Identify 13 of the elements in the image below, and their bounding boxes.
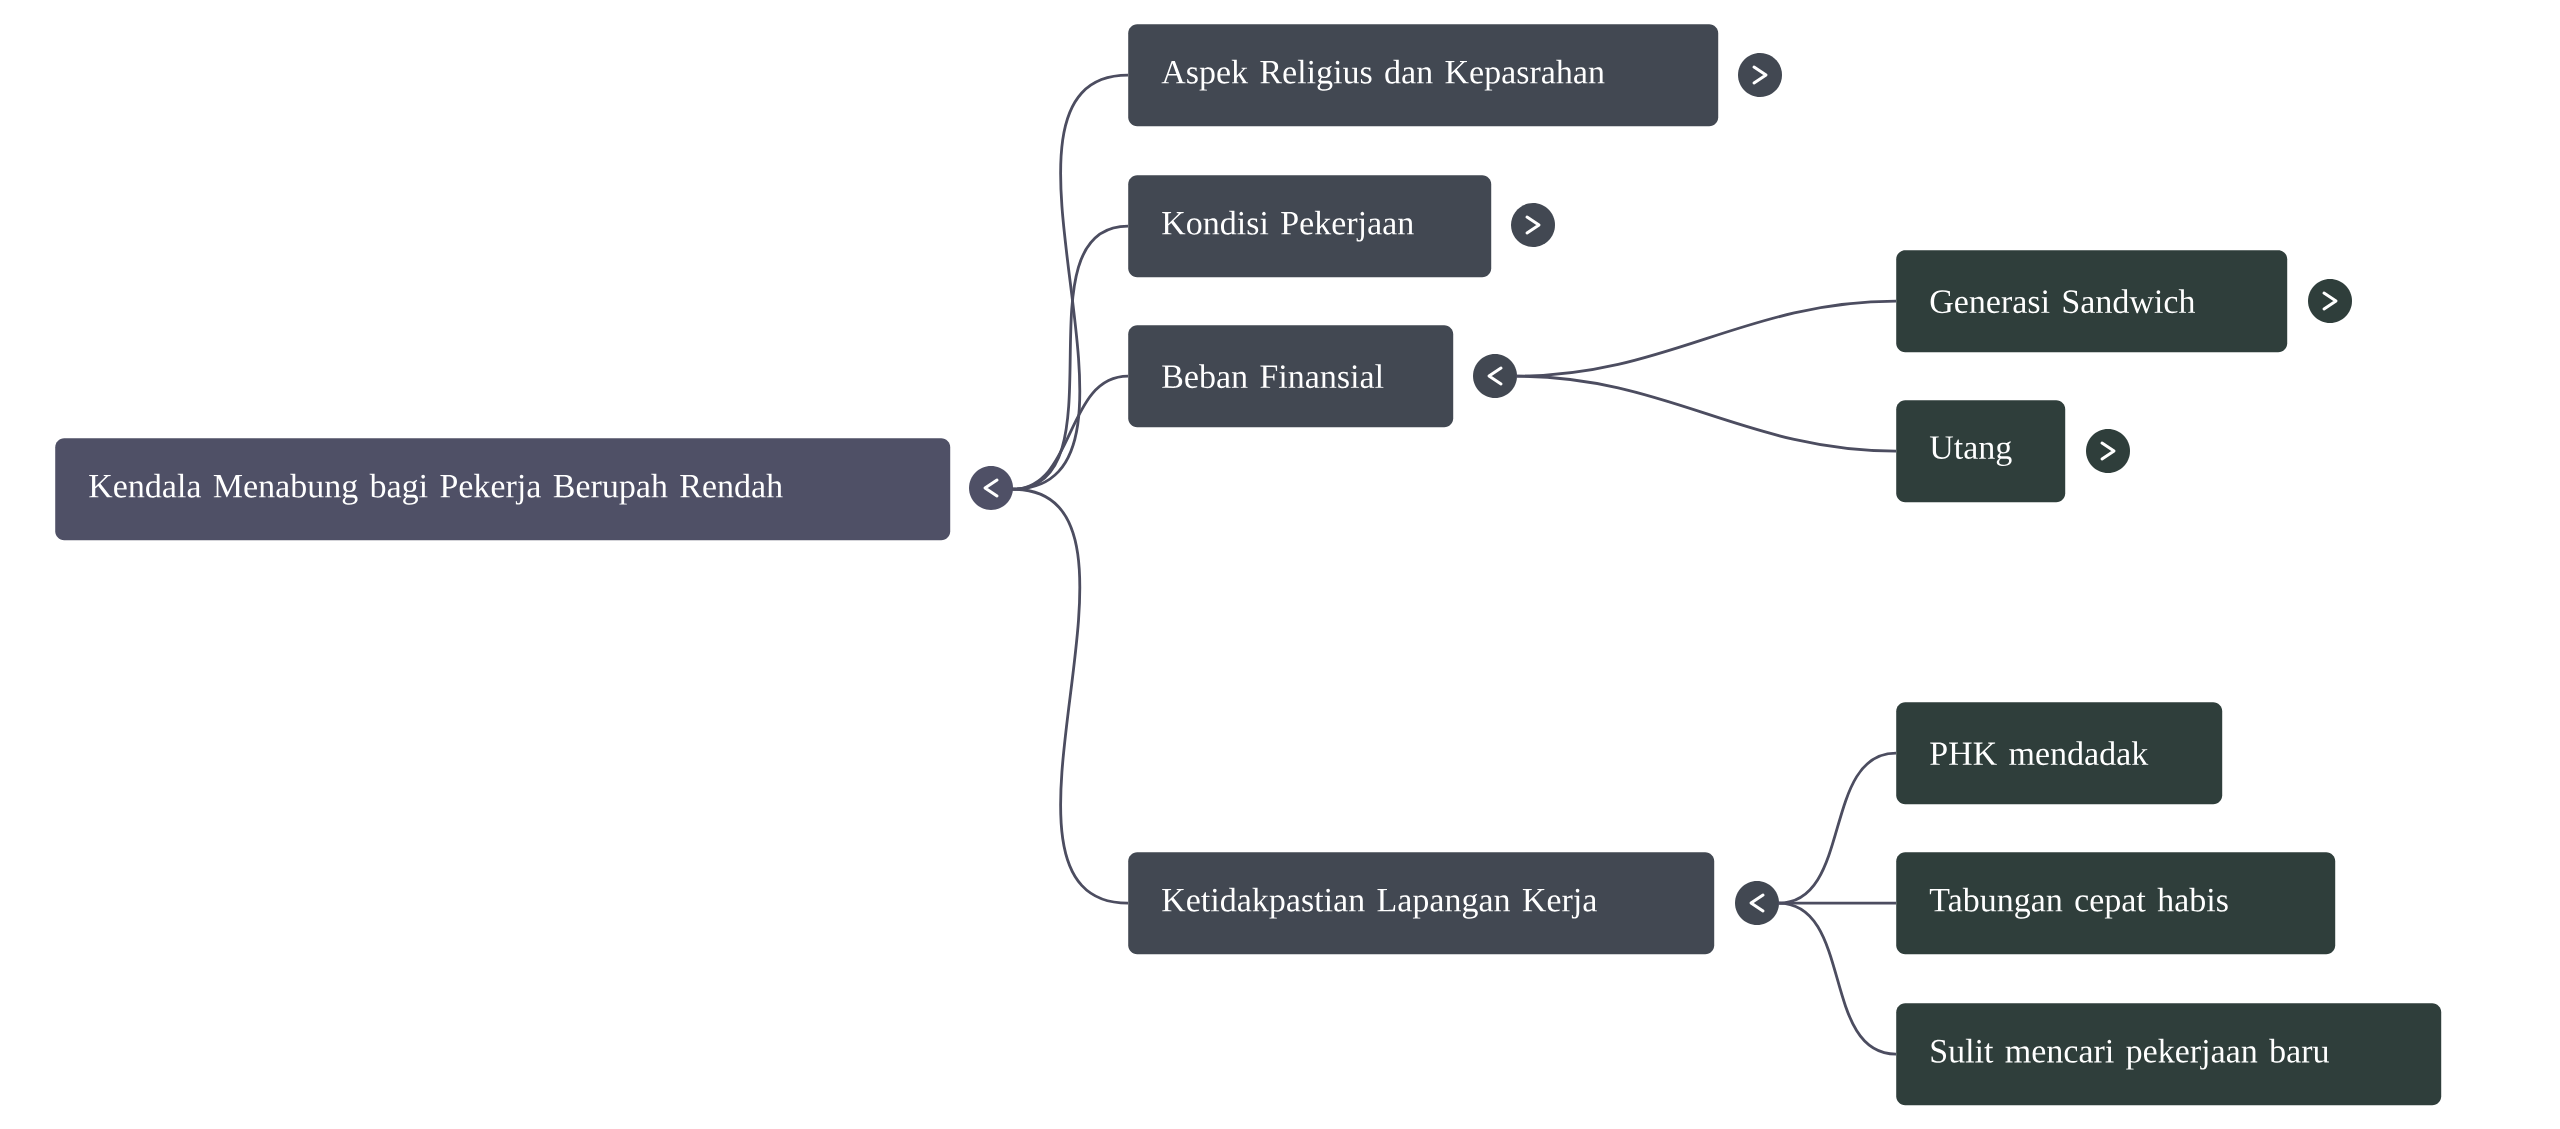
topic-box: Sulit mencari pekerjaan baru [1896,1003,2442,1106]
topic-box: Tabungan cepat habis [1896,852,2336,955]
connector [1012,487,1129,905]
topic-box: Aspek Religius dan Kepasrahan [1128,24,1719,127]
topic-box: Kondisi Pekerjaan [1128,175,1492,278]
topic-box: Kendala Menabung bagi Pekerja Berupah Rendah [55,438,951,541]
topic-box: PHK mendadak [1896,702,2223,805]
topic-box: Ketidakpastian Lapangan Kerja [1128,852,1715,955]
connector [1778,901,1897,1056]
connector [1516,374,1897,453]
topic-box: Generasi Sandwich [1896,250,2288,353]
topic-box: Beban Finansial [1128,325,1454,428]
topic-box: Utang [1896,400,2066,503]
